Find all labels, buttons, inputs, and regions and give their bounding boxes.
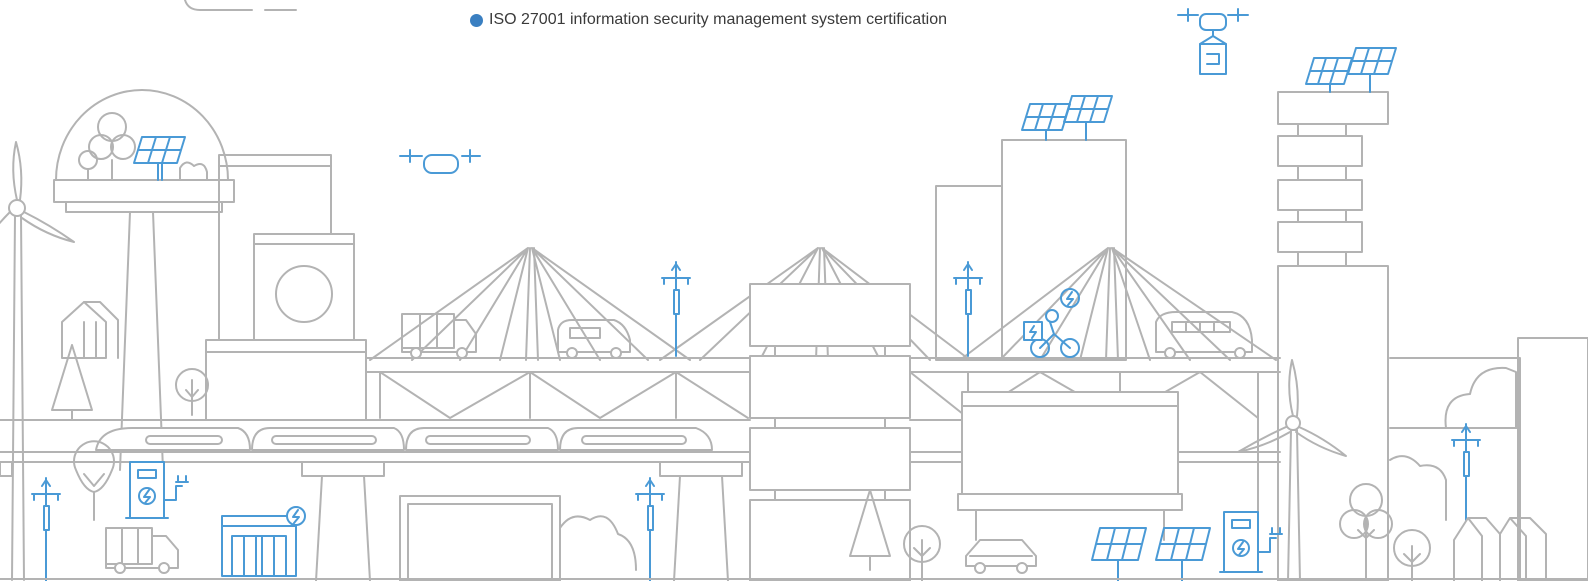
truck-icon	[401, 313, 477, 359]
streetlight-icon	[953, 261, 983, 357]
streetlight-icon	[1451, 423, 1481, 521]
central-tower	[749, 283, 911, 581]
bus-icon	[1155, 311, 1253, 359]
tree-icon	[849, 489, 891, 571]
car-icon	[965, 539, 1037, 574]
dome-tower	[53, 89, 235, 471]
certification-text: ISO 27001 information security managemen…	[489, 11, 947, 28]
monorail-train	[95, 427, 713, 451]
bullet-icon	[470, 13, 483, 27]
round-window-building	[205, 154, 367, 421]
delivery-bike-icon	[1023, 288, 1080, 358]
streetlight-icon	[31, 477, 61, 581]
tree-icon	[1339, 483, 1393, 581]
kiosk-icon	[221, 506, 306, 577]
sketch-remnant	[184, 0, 297, 11]
delivery-drone-icon	[1177, 8, 1249, 75]
dome-solar-panel	[133, 136, 186, 181]
houses-right	[1453, 517, 1547, 581]
small-truck-icon	[105, 527, 179, 574]
houses-left	[51, 301, 209, 421]
bridge-right-pylon	[959, 247, 1277, 361]
wind-turbine-left	[0, 141, 75, 581]
track-supports	[0, 461, 743, 581]
charging-station-icon	[125, 461, 189, 519]
drone-icon	[399, 149, 481, 174]
certification-item: ISO 27001 information security managemen…	[470, 11, 947, 29]
elevated-block	[957, 391, 1183, 541]
bridge-left-pylon	[369, 247, 691, 361]
tree-icon	[1393, 529, 1431, 581]
charging-station-icon	[1219, 511, 1283, 573]
stacked-tower-right	[1277, 91, 1389, 581]
tower-solar-panels	[1305, 47, 1397, 93]
skyscraper-solar-panels	[1021, 95, 1113, 141]
tree-icon	[73, 440, 115, 521]
van-icon	[557, 319, 631, 359]
billboard	[399, 495, 637, 581]
streetlight-icon	[635, 477, 665, 581]
skyscraper-right-tall	[935, 139, 1127, 361]
buildings-far-right	[1389, 337, 1588, 581]
streetlight-icon	[661, 261, 691, 357]
tree-icon	[903, 525, 941, 581]
ground-solar-panels	[1091, 527, 1211, 581]
